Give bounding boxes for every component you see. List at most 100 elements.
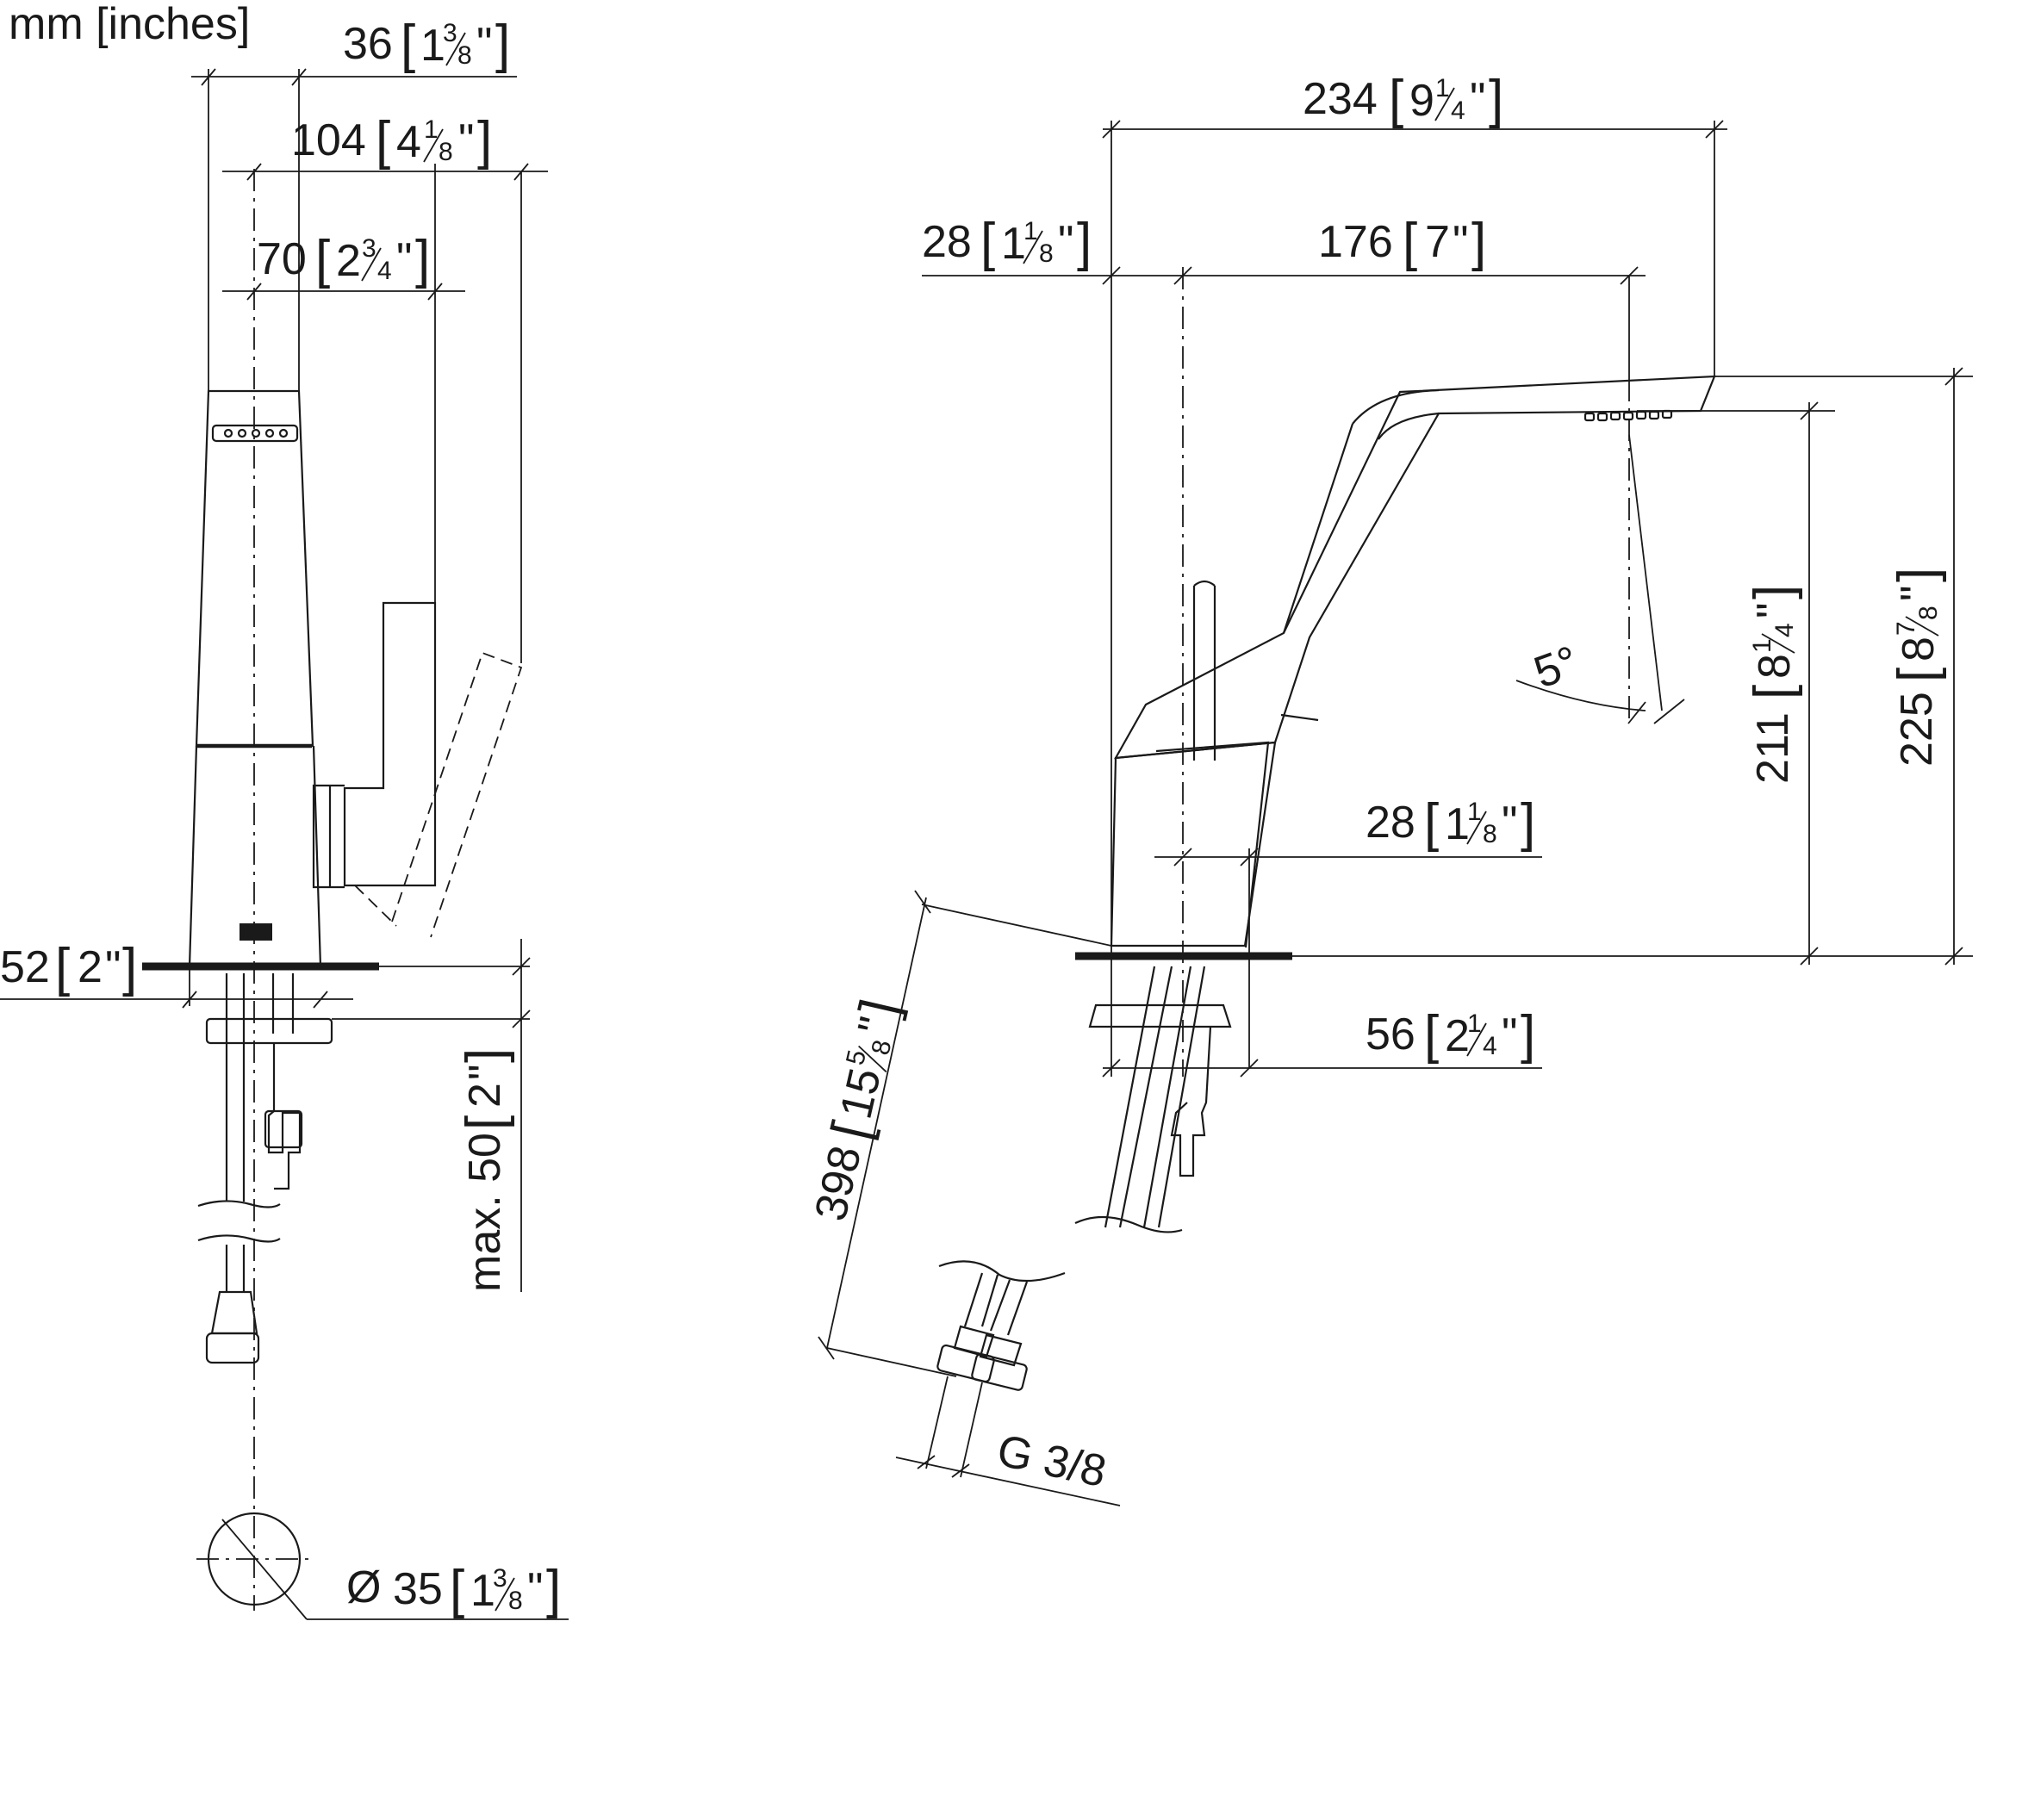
- svg-text:1: 1: [1435, 74, 1450, 102]
- svg-text:Ø: Ø: [346, 1562, 381, 1612]
- svg-text:": ": [458, 115, 474, 165]
- svg-text:": ": [460, 1065, 510, 1080]
- dim-28-mid: 28 [ 1 1 8 " ]: [1366, 793, 1535, 853]
- svg-text:1: 1: [1467, 798, 1482, 826]
- dim-104: 104 [ 4 1 8 " ]: [291, 111, 492, 171]
- svg-text:": ": [1058, 217, 1073, 267]
- side-view: [818, 120, 1973, 1506]
- svg-text:176: 176: [1318, 217, 1393, 267]
- svg-text:398: 398: [806, 1141, 871, 1226]
- side-shank: [1104, 966, 1206, 1228]
- front-logo-mark: [240, 923, 272, 941]
- dim-52: 52 [ 2 " ]: [0, 938, 137, 997]
- svg-text:1: 1: [1748, 638, 1776, 653]
- svg-text:3: 3: [493, 1564, 507, 1593]
- svg-text:[: [: [1424, 1005, 1439, 1065]
- svg-text:": ": [1502, 1009, 1517, 1059]
- svg-text:]: ]: [122, 938, 137, 997]
- svg-text:8: 8: [867, 1037, 898, 1058]
- dim-diameter-35: Ø 35 [ 1 3 8 " ]: [346, 1560, 561, 1619]
- svg-text:": ": [527, 1564, 543, 1614]
- svg-text:[: [: [55, 938, 70, 997]
- svg-text:]: ]: [1471, 213, 1486, 272]
- svg-text:8: 8: [1483, 820, 1497, 848]
- svg-text:3: 3: [443, 19, 457, 47]
- svg-text:1: 1: [1467, 1009, 1482, 1038]
- svg-text:8: 8: [439, 138, 453, 166]
- svg-text:3: 3: [362, 234, 376, 263]
- svg-text:15: 15: [831, 1064, 892, 1123]
- svg-text:": ": [105, 942, 121, 992]
- svg-text:[: [: [456, 1115, 515, 1130]
- front-shank: [271, 973, 295, 1034]
- svg-text:[: [: [1403, 213, 1417, 272]
- svg-text:": ": [396, 234, 412, 284]
- front-fixing-nut: [205, 1017, 333, 1045]
- side-spout: [1114, 375, 1716, 760]
- svg-text:": ": [1453, 217, 1468, 267]
- svg-text:]: ]: [415, 230, 430, 289]
- svg-text:]: ]: [477, 111, 492, 171]
- svg-text:2: 2: [78, 942, 103, 992]
- svg-text:4: 4: [396, 117, 421, 167]
- svg-text:1: 1: [424, 115, 439, 144]
- svg-text:4: 4: [1770, 623, 1799, 637]
- svg-text:28: 28: [922, 217, 972, 267]
- svg-text:234: 234: [1303, 74, 1378, 124]
- svg-text:8: 8: [1894, 637, 1944, 662]
- svg-text:4: 4: [1451, 96, 1465, 125]
- dim-70: 70 [ 2 3 4 " ]: [257, 230, 430, 289]
- svg-text:2: 2: [336, 236, 361, 286]
- front-aerator-holes: [223, 428, 289, 438]
- svg-text:7: 7: [1425, 217, 1450, 267]
- svg-text:[: [: [1888, 668, 1947, 682]
- svg-text:[: [: [1744, 685, 1803, 699]
- dim-234: 234 [ 9 1 4 " ]: [1303, 70, 1503, 129]
- dim-max-50: max. 50 [ 2 " ]: [456, 1048, 515, 1292]
- svg-text:28: 28: [1366, 798, 1415, 848]
- svg-text:8: 8: [1039, 239, 1054, 268]
- side-hose-ends: [963, 1272, 1029, 1336]
- svg-text:]: ]: [1888, 568, 1947, 582]
- side-fixing-nut: [1088, 1003, 1232, 1028]
- svg-text:]: ]: [456, 1048, 515, 1063]
- svg-text:max. 50: max. 50: [460, 1133, 510, 1292]
- svg-text:36: 36: [343, 19, 393, 69]
- dim-398: 398 [ 15 5 8 " ]: [806, 994, 910, 1226]
- svg-text:[: [: [401, 15, 415, 74]
- svg-text:]: ]: [546, 1560, 561, 1619]
- dim-211: 211 [ 8 1 4 " ]: [1744, 585, 1803, 784]
- svg-text:": ": [1748, 603, 1798, 618]
- svg-text:8: 8: [457, 41, 472, 70]
- svg-text:[: [: [980, 213, 995, 272]
- dim-56: 56 [ 2 1 4 " ]: [1366, 1005, 1535, 1065]
- svg-text:[: [: [1424, 793, 1439, 853]
- dim-5-degrees: 5°: [1527, 637, 1585, 699]
- svg-text:8: 8: [508, 1587, 523, 1615]
- dim-28-top: 28 [ 1 1 8 " ]: [922, 213, 1092, 272]
- svg-text:]: ]: [1521, 793, 1535, 853]
- front-left-hose: [225, 973, 246, 1202]
- svg-text:9: 9: [1409, 76, 1434, 126]
- front-lever: [343, 601, 437, 887]
- svg-text:70: 70: [257, 234, 307, 284]
- svg-text:": ": [1502, 798, 1517, 848]
- front-hose-nut: [210, 1290, 258, 1335]
- svg-text:]: ]: [1744, 585, 1803, 599]
- side-spout-body: [1110, 741, 1277, 947]
- front-faucet-body: [195, 389, 314, 748]
- svg-text:56: 56: [1366, 1009, 1415, 1059]
- side-spout-curve: [1352, 388, 1440, 425]
- dim-176: 176 [ 7 " ]: [1318, 213, 1486, 272]
- dim-225: 225 [ 8 7 8 " ]: [1888, 568, 1947, 767]
- front-lever-rotated: [391, 651, 523, 938]
- front-left-hose-lower: [225, 1245, 246, 1292]
- svg-text:5: 5: [841, 1047, 872, 1068]
- svg-text:1: 1: [1001, 219, 1026, 269]
- svg-text:1: 1: [420, 21, 445, 71]
- svg-text:]: ]: [1521, 1005, 1535, 1065]
- svg-text:35: 35: [393, 1564, 443, 1614]
- svg-text:225: 225: [1892, 692, 1942, 767]
- svg-text:2: 2: [1445, 1011, 1470, 1061]
